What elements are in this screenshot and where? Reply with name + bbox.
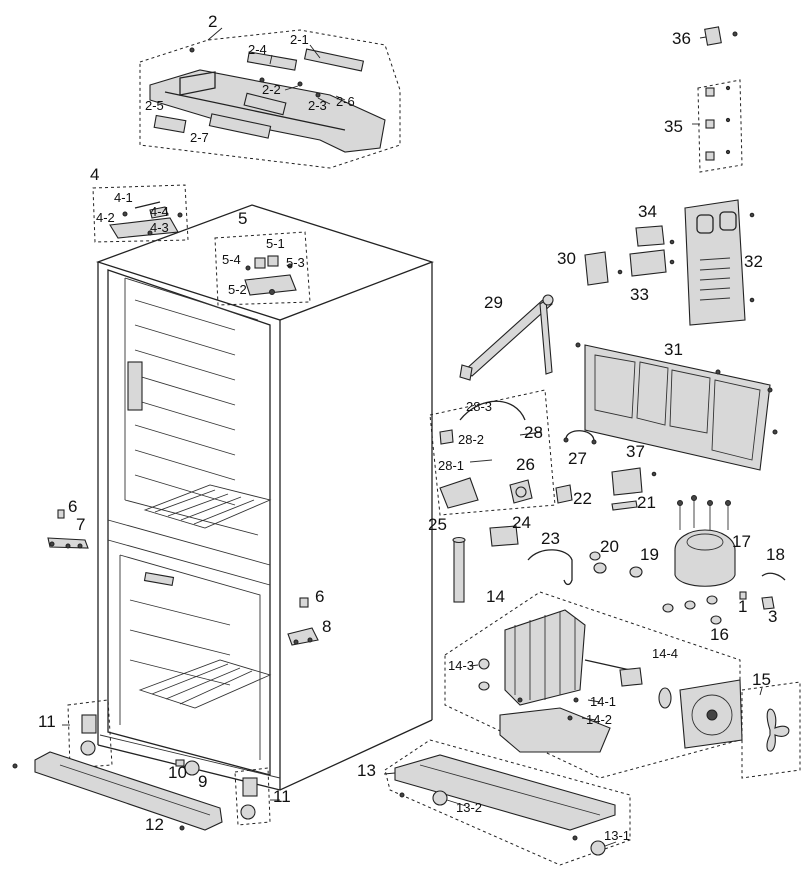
callout-label-13-1: 13-1	[604, 828, 630, 843]
group-21-27-parts	[452, 430, 657, 603]
callout-label-10: 10	[168, 763, 187, 782]
callout-label-24: 24	[512, 513, 531, 532]
group-6-8-side-parts	[287, 597, 319, 646]
callout-label-8: 8	[322, 617, 331, 636]
callout-label-25: 25	[428, 515, 447, 534]
callout-label-22: 22	[573, 489, 592, 508]
callout-label-37: 37	[626, 442, 645, 461]
callout-label-2-3: 2-3	[308, 98, 327, 113]
callout-label-28: 28	[524, 423, 543, 442]
callout-label-14-2: 14-2	[586, 712, 612, 727]
callout-label-2-6: 2-6	[336, 94, 355, 109]
callout-label-21: 21	[637, 493, 656, 512]
callout-label-28-1: 28-1	[438, 458, 464, 473]
group-13-bottom-tray	[383, 739, 631, 866]
group-14-evaporator	[444, 591, 743, 779]
callout-label-5-3: 5-3	[286, 255, 305, 270]
group-compressor-17	[662, 495, 786, 625]
callout-label-18: 18	[766, 545, 785, 564]
callout-label-3: 3	[768, 607, 777, 626]
group-6-7-side-parts	[47, 509, 89, 549]
callout-label-15: 15	[752, 670, 771, 689]
callout-label-11: 11	[273, 787, 291, 806]
callout-label-32: 32	[744, 252, 763, 271]
group-36-35-clips	[692, 26, 743, 173]
part-29-tube	[459, 294, 554, 381]
group-2-top-cover	[139, 27, 401, 169]
callout-label-2-4: 2-4	[248, 42, 267, 57]
callout-label-14: 14	[486, 587, 505, 606]
callout-label-5: 5	[238, 209, 247, 228]
callout-label-2-7: 2-7	[190, 130, 209, 145]
callout-label-4-1: 4-1	[114, 190, 133, 205]
group-5-hinge	[214, 231, 311, 306]
callout-label-2: 2	[208, 12, 217, 31]
callout-label-5-1: 5-1	[266, 236, 285, 251]
callout-label-17: 17	[732, 532, 751, 551]
callout-label-5-2: 5-2	[228, 282, 247, 297]
group-28-wiring	[429, 389, 556, 516]
callout-label-20: 20	[600, 537, 619, 556]
callout-label-2-1: 2-1	[290, 32, 309, 47]
callout-label-29: 29	[484, 293, 503, 312]
callout-label-23: 23	[541, 529, 560, 548]
callout-label-9: 9	[198, 772, 207, 791]
callout-label-12: 12	[145, 815, 164, 834]
callout-label-35: 35	[664, 117, 683, 136]
callout-label-11: 11	[38, 712, 56, 731]
callout-label-5-4: 5-4	[222, 252, 241, 267]
callout-label-13: 13	[357, 761, 376, 780]
callout-label-14-1: 14-1	[590, 694, 616, 709]
callout-label-34: 34	[638, 202, 657, 221]
callout-label-4-4: 4-4	[150, 204, 169, 219]
callout-label-16: 16	[710, 625, 729, 644]
callout-label-28-2: 28-2	[458, 432, 484, 447]
callout-label-4-2: 4-2	[96, 210, 115, 225]
callout-label-36: 36	[672, 29, 691, 48]
callout-label-28-3: 28-3	[466, 399, 492, 414]
callout-label-27: 27	[568, 449, 587, 468]
group-9-12-base	[12, 699, 280, 831]
part-31-evap-cover	[575, 342, 778, 471]
callout-label-14-3: 14-3	[448, 658, 474, 673]
callout-label-7: 7	[76, 515, 85, 534]
part-15-fan-blade	[741, 681, 801, 779]
callout-label-26: 26	[516, 455, 535, 474]
callout-label-19: 19	[640, 545, 659, 564]
callout-label-1: 1	[738, 597, 747, 616]
cabinet-body	[96, 204, 434, 791]
callout-label-4-3: 4-3	[150, 220, 169, 235]
callout-label-14-4: 14-4	[652, 646, 678, 661]
callout-label-30: 30	[557, 249, 576, 268]
callout-label-33: 33	[630, 285, 649, 304]
callout-label-13-2: 13-2	[456, 800, 482, 815]
group-30-34-panels	[584, 199, 755, 326]
callout-label-31: 31	[664, 340, 683, 359]
callout-label-6: 6	[68, 497, 77, 516]
callout-label-4: 4	[90, 165, 99, 184]
callout-label-2-5: 2-5	[145, 98, 164, 113]
callout-label-6: 6	[315, 587, 324, 606]
callout-label-2-2: 2-2	[262, 82, 281, 97]
